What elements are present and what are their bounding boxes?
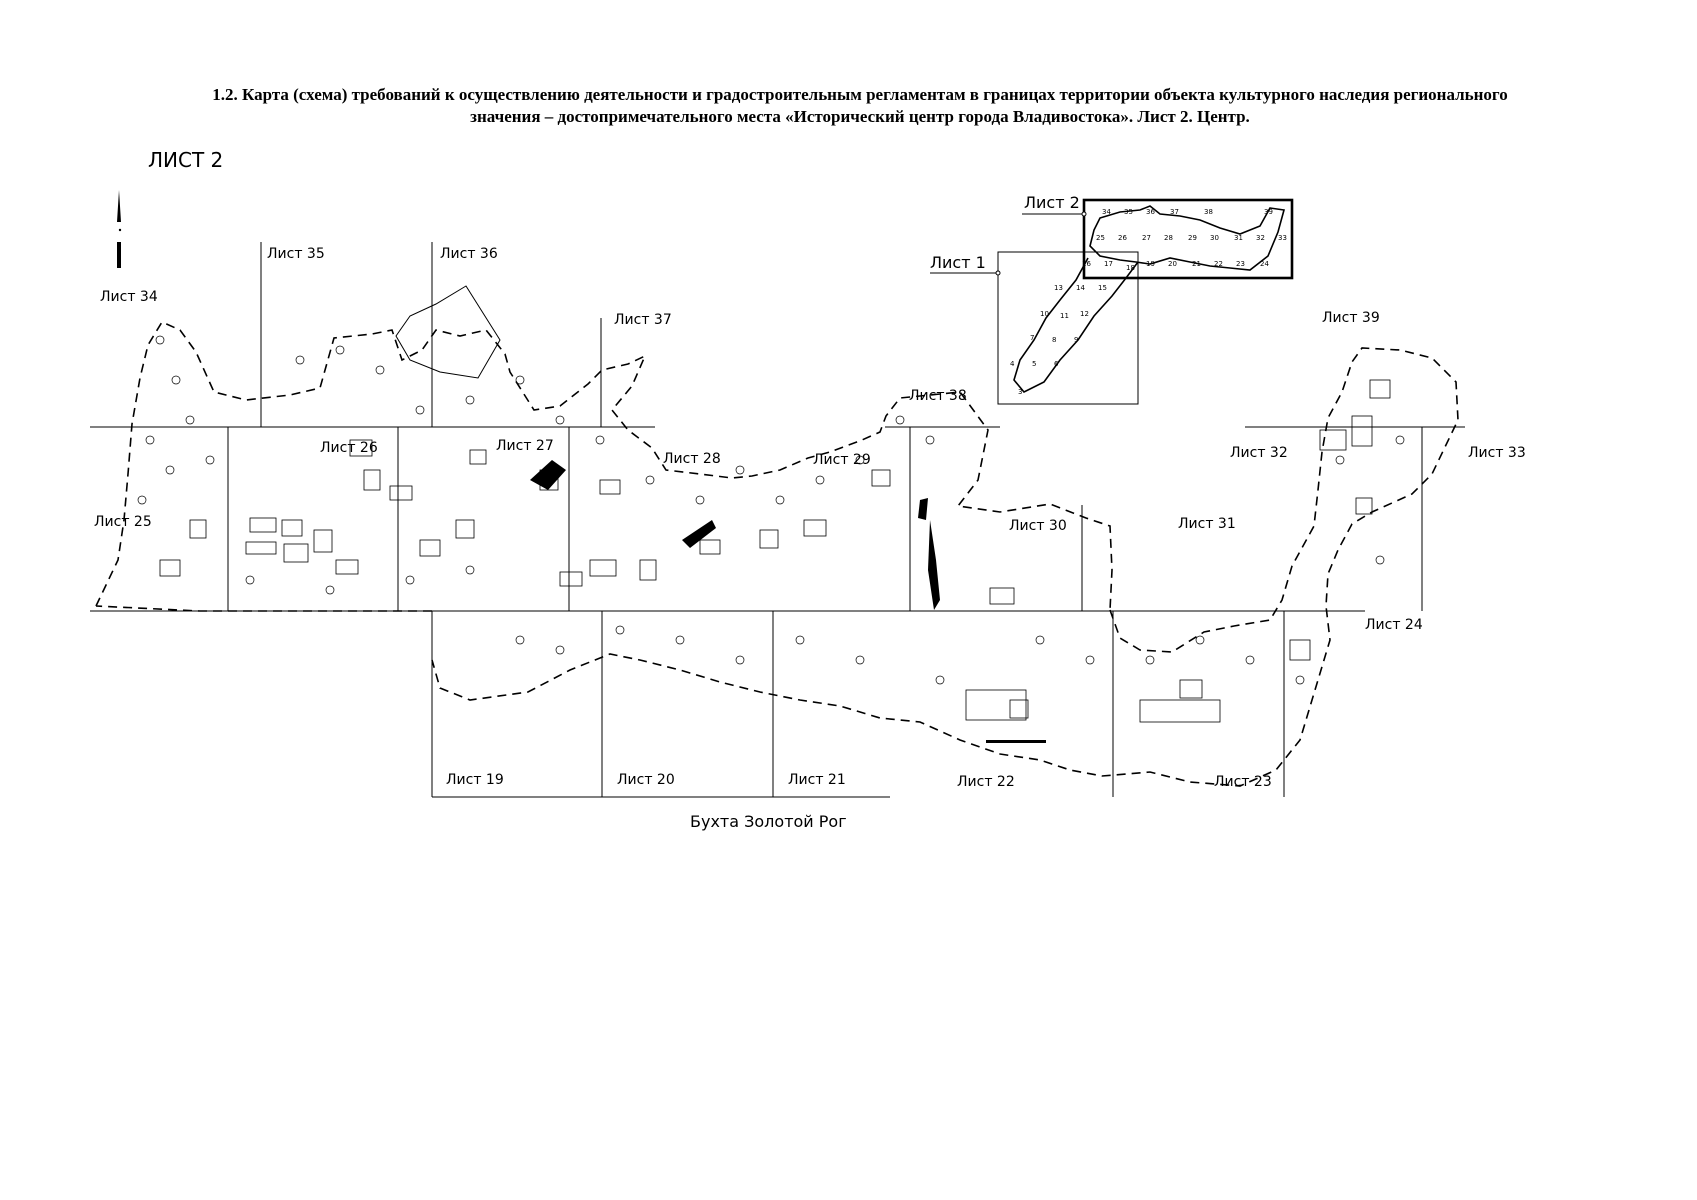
map-title: 1.2. Карта (схема) требований к осуществ… <box>120 84 1600 128</box>
svg-text:21: 21 <box>1192 260 1201 268</box>
svg-text:17: 17 <box>1104 260 1113 268</box>
svg-text:6: 6 <box>1054 360 1059 368</box>
svg-text:27: 27 <box>1142 234 1151 242</box>
svg-text:28: 28 <box>1164 234 1173 242</box>
sheet-label-28[interactable]: Лист 28 <box>663 451 721 467</box>
svg-text:31: 31 <box>1234 234 1243 242</box>
boundary-loop <box>395 285 501 379</box>
svg-text:19: 19 <box>1146 260 1155 268</box>
svg-text:11: 11 <box>1060 312 1069 320</box>
sheet-label-27[interactable]: Лист 27 <box>496 438 554 454</box>
svg-text:32: 32 <box>1256 234 1265 242</box>
svg-text:37: 37 <box>1170 208 1179 216</box>
map-title-line-2: значения – достопримечательного места «И… <box>470 107 1250 126</box>
sheet-label-20[interactable]: Лист 20 <box>617 772 675 788</box>
svg-text:13: 13 <box>1054 284 1063 292</box>
building-texture <box>159 379 1391 723</box>
sheet-label-32[interactable]: Лист 32 <box>1230 445 1288 461</box>
svg-text:9: 9 <box>1074 336 1078 344</box>
svg-text:26: 26 <box>1118 234 1127 242</box>
inset-label-sheet-2[interactable]: Лист 2 <box>1024 193 1080 212</box>
sheet-label-37[interactable]: Лист 37 <box>614 312 672 328</box>
dark-masses <box>530 460 1046 743</box>
sheet-label-36[interactable]: Лист 36 <box>440 246 498 262</box>
territory-boundary <box>95 320 1459 787</box>
svg-text:15: 15 <box>1098 284 1107 292</box>
svg-text:4: 4 <box>1010 360 1015 368</box>
svg-text:7: 7 <box>1030 334 1034 342</box>
svg-text:16: 16 <box>1082 260 1091 268</box>
svg-text:18: 18 <box>1126 264 1135 272</box>
svg-text:20: 20 <box>1168 260 1177 268</box>
svg-text:10: 10 <box>1040 310 1049 318</box>
sheet-label-30[interactable]: Лист 30 <box>1009 518 1067 534</box>
sheet-label-21[interactable]: Лист 21 <box>788 772 846 788</box>
sheet-label-35[interactable]: Лист 35 <box>267 246 325 262</box>
tree-symbols <box>137 335 1405 685</box>
svg-text:14: 14 <box>1076 284 1085 292</box>
svg-text:36: 36 <box>1146 208 1155 216</box>
sheet-label-26[interactable]: Лист 26 <box>320 440 378 456</box>
north-arrow-icon <box>117 190 122 268</box>
map-title-line-1: 1.2. Карта (схема) требований к осуществ… <box>212 85 1508 104</box>
svg-text:8: 8 <box>1052 336 1056 344</box>
sheet-label-33[interactable]: Лист 33 <box>1468 445 1526 461</box>
inset-label-sheet-1[interactable]: Лист 1 <box>930 253 986 272</box>
svg-text:38: 38 <box>1204 208 1213 216</box>
svg-text:35: 35 <box>1124 208 1133 216</box>
svg-text:30: 30 <box>1210 234 1219 242</box>
svg-text:24: 24 <box>1260 260 1269 268</box>
svg-text:12: 12 <box>1080 310 1089 318</box>
sheet-label-23[interactable]: Лист 23 <box>1214 774 1272 790</box>
svg-text:34: 34 <box>1102 208 1111 216</box>
sheet-heading: ЛИСТ 2 <box>148 148 224 172</box>
sheet-grid <box>90 242 1465 798</box>
sheet-label-31[interactable]: Лист 31 <box>1178 516 1236 532</box>
svg-text:39: 39 <box>1264 208 1273 216</box>
svg-text:25: 25 <box>1096 234 1105 242</box>
sheet-label-19[interactable]: Лист 19 <box>446 772 504 788</box>
sheet-label-29[interactable]: Лист 29 <box>813 452 871 468</box>
svg-text:33: 33 <box>1278 234 1287 242</box>
sheet-label-25[interactable]: Лист 25 <box>94 514 152 530</box>
svg-text:5: 5 <box>1032 360 1036 368</box>
sheet-label-38[interactable]: Лист 38 <box>909 388 967 404</box>
svg-text:29: 29 <box>1188 234 1197 242</box>
svg-text:3: 3 <box>1018 388 1022 396</box>
sheet-label-34[interactable]: Лист 34 <box>100 289 158 305</box>
sheet-label-39[interactable]: Лист 39 <box>1322 310 1380 326</box>
sheet-label-24[interactable]: Лист 24 <box>1365 617 1423 633</box>
svg-text:22: 22 <box>1214 260 1223 268</box>
sheet-label-22[interactable]: Лист 22 <box>957 774 1015 790</box>
bay-label: Бухта Золотой Рог <box>690 812 847 831</box>
svg-text:23: 23 <box>1236 260 1245 268</box>
